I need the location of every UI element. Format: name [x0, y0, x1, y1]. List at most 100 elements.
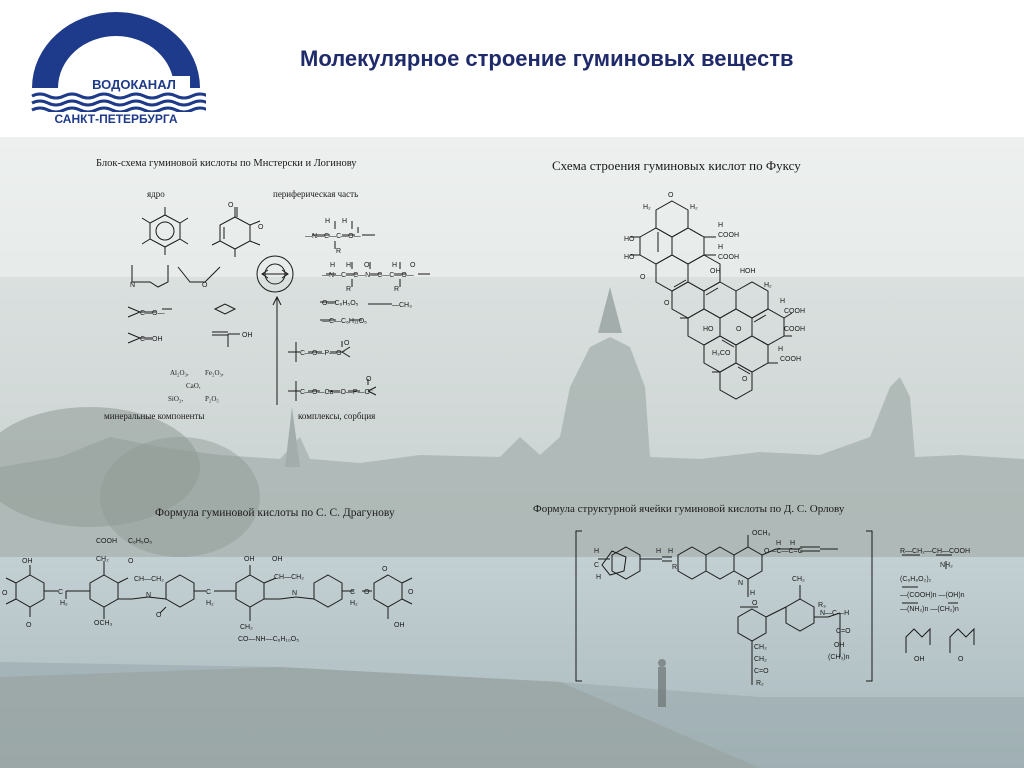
content-area: Блок-схема гуминовой кислоты по Мнстерск…	[0, 137, 1024, 768]
svg-text:O: O	[2, 590, 8, 597]
svg-text:CH—CH₂: CH—CH₂	[134, 576, 164, 583]
svg-text:H: H	[392, 262, 397, 269]
svg-text:C—O—P—O⁻: C—O—P—O⁻	[300, 350, 346, 357]
benzene-ring-icon	[141, 207, 189, 255]
svg-text:H: H	[594, 548, 599, 555]
svg-text:C: C	[206, 589, 211, 596]
svg-text:C=O: C=O	[754, 668, 769, 675]
svg-text:OCH₃: OCH₃	[752, 530, 771, 537]
svg-text:(C₆H₈O₂)₂: (C₆H₈O₂)₂	[900, 576, 932, 583]
svg-text:HO: HO	[624, 236, 635, 243]
svg-text:R₃: R₃	[818, 602, 826, 609]
complexes-label: комплексы, сорбция	[298, 411, 376, 421]
svg-text:H₂: H₂	[206, 600, 214, 607]
svg-text:—C—C₆H₁₁O₅: —C—C₆H₁₁O₅	[322, 318, 367, 325]
oxide-ca: CaO,	[186, 382, 201, 390]
svg-text:O: O	[128, 558, 134, 565]
svg-text:H: H	[596, 574, 601, 581]
svg-text:C—O—Ca—O—P—O⁻: C—O—Ca—O—P—O⁻	[300, 389, 374, 396]
svg-text:H₂: H₂	[60, 600, 68, 607]
svg-text:O: O	[736, 326, 742, 333]
svg-text:N: N	[130, 282, 135, 289]
svg-text:H₃CO: H₃CO	[712, 350, 731, 357]
svg-text:R: R	[394, 286, 399, 293]
mineral-label: минеральные компоненты	[104, 411, 205, 421]
svg-text:C: C	[58, 589, 63, 596]
svg-text:N: N	[146, 592, 151, 599]
oxide-fe: Fe₂O₃,	[205, 369, 224, 377]
svg-text:NH₂: NH₂	[940, 562, 953, 569]
svg-text:COOH: COOH	[96, 538, 117, 545]
background-photo	[0, 137, 1024, 768]
svg-text:R₂: R₂	[756, 680, 764, 687]
svg-text:O: O	[410, 262, 416, 269]
svg-text:C—O—: C—O—	[140, 310, 165, 317]
svg-text:R: R	[336, 248, 341, 255]
svg-text:O: O	[364, 589, 370, 596]
svg-text:CH₂: CH₂	[754, 656, 767, 663]
svg-text:O: O	[364, 262, 370, 269]
svg-text:HOH: HOH	[740, 268, 756, 275]
svg-text:H₂: H₂	[350, 600, 358, 607]
svg-text:H: H	[790, 540, 795, 547]
dragunov-structure-icon	[5, 561, 413, 621]
svg-text:O: O	[664, 300, 670, 307]
svg-text:ВОДОКАНАЛ: ВОДОКАНАЛ	[92, 77, 176, 92]
svg-text:CH₂: CH₂	[792, 576, 805, 583]
svg-text:C₆H₅O₅: C₆H₅O₅	[128, 538, 152, 545]
svg-text:OH: OH	[834, 642, 845, 649]
svg-text:H: H	[668, 548, 673, 555]
svg-text:OH: OH	[710, 268, 721, 275]
svg-text:O: O	[202, 282, 208, 289]
oxide-al: Al₂O₃,	[170, 369, 189, 377]
svg-text:O: O	[382, 566, 388, 573]
svg-text:H: H	[346, 262, 351, 269]
quinone-ring-icon	[211, 207, 261, 257]
svg-text:R₁: R₁	[672, 564, 680, 571]
svg-text:H: H	[342, 218, 347, 225]
svg-text:COOH: COOH	[780, 356, 801, 363]
svg-text:N—C—H: N—C—H	[820, 610, 849, 617]
svg-text:OH: OH	[394, 622, 405, 629]
svg-text:O: O	[26, 622, 32, 629]
svg-text:O: O	[752, 600, 758, 607]
svg-text:O: O	[366, 376, 372, 383]
svg-text:H: H	[778, 346, 783, 353]
svg-text:R: R	[346, 286, 351, 293]
svg-text:H: H	[718, 222, 723, 229]
svg-text:CH—CH₂: CH—CH₂	[274, 574, 304, 581]
svg-text:OH: OH	[244, 556, 255, 563]
svg-text:O: O	[958, 656, 964, 663]
svg-text:COOH: COOH	[718, 254, 739, 261]
svg-text:—N—C—C—N—C—C—O—: —N—C—C—N—C—C—O—	[322, 272, 414, 279]
svg-text:—N—C—C—O—: —N—C—C—O—	[305, 233, 361, 240]
page-title: Молекулярное строение гуминовых веществ	[300, 46, 794, 71]
svg-text:R—CH₂—CH—COOH: R—CH₂—CH—COOH	[900, 548, 970, 555]
svg-text:O: O	[228, 202, 234, 209]
svg-text:O: O	[742, 376, 748, 383]
svg-text:O: O	[156, 612, 162, 619]
svg-text:H₂: H₂	[764, 282, 772, 289]
svg-text:HO: HO	[703, 326, 714, 333]
svg-text:—(NH₂)n —(CH₂)n: —(NH₂)n —(CH₂)n	[900, 606, 959, 613]
svg-text:H: H	[330, 262, 335, 269]
svg-text:C: C	[594, 562, 599, 569]
svg-text:COOH: COOH	[718, 232, 739, 239]
fuchs-structure-icon	[630, 200, 793, 400]
svg-text:(CH₃)n: (CH₃)n	[828, 654, 850, 661]
svg-text:C: C	[350, 589, 355, 596]
core-label: ядро	[147, 189, 165, 199]
svg-text:OCH₃: OCH₃	[94, 620, 113, 627]
fuchs-caption: Схема строения гуминовых кислот по Фуксу	[552, 158, 801, 173]
svg-text:OH: OH	[242, 332, 253, 339]
svg-text:H₂: H₂	[690, 204, 698, 211]
logo-arch-icon: ВОДОКАНАЛ	[31, 12, 209, 114]
svg-text:O—C—C=C—: O—C—C=C—	[764, 548, 810, 555]
svg-text:—(COOH)n —(OH)n: —(COOH)n —(OH)n	[900, 592, 965, 599]
svg-text:CH₂: CH₂	[96, 556, 109, 563]
svg-text:O: O	[258, 224, 264, 231]
svg-text:H: H	[325, 218, 330, 225]
peripheral-label: периферическая часть	[273, 189, 359, 199]
svg-text:CH₂: CH₂	[240, 624, 253, 631]
header: ВОДОКАНАЛ САНКТ-ПЕТЕРБУРГА Молекулярное …	[0, 0, 1024, 137]
